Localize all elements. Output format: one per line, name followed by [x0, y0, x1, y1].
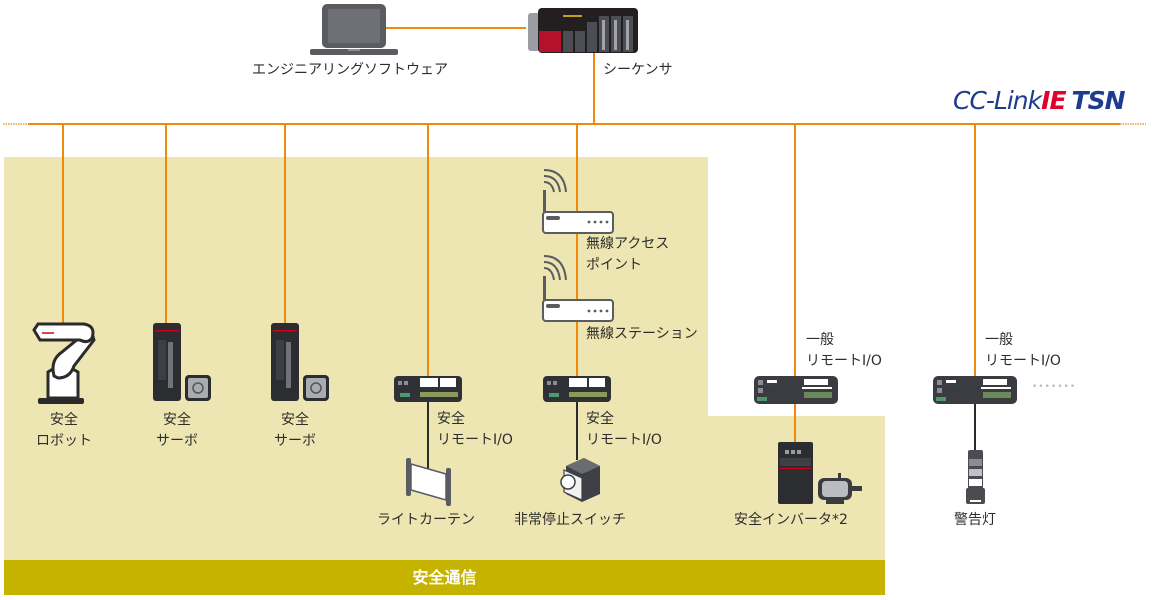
logo-prefix: CC-Link — [953, 86, 1042, 115]
label-line: ポイント — [586, 257, 642, 273]
safety-remote-io-2-label: 安全 リモートI/O — [586, 409, 662, 451]
label-line: サーボ — [156, 433, 198, 449]
engineering-software-label: エンジニアリングソフトウェア — [252, 62, 448, 78]
label-line: 安全 — [163, 412, 191, 428]
label-line: 安全 — [281, 412, 309, 428]
safety-zone — [4, 157, 885, 560]
light-curtain-label: ライトカーテン — [377, 512, 475, 528]
warning-light-label: 警告灯 — [954, 512, 996, 528]
label-line: リモートI/O — [985, 353, 1061, 369]
label-line: ロボット — [36, 433, 92, 449]
servo-amp-icon-2 — [271, 323, 329, 401]
label-line: 安全 — [50, 412, 78, 428]
plc-icon — [528, 8, 638, 53]
label-line: 安全 — [437, 411, 465, 427]
safety-communication-band: 安全通信 — [4, 560, 885, 595]
label-line: 一般 — [806, 332, 834, 348]
light-curtain-icon — [406, 458, 451, 506]
wireless-station-icon — [542, 255, 614, 322]
wireless-station-label: 無線ステーション — [586, 326, 698, 342]
warning-light-icon — [966, 450, 985, 504]
device-wires — [427, 402, 976, 470]
label-line: 無線アクセス — [586, 236, 670, 252]
label-line: サーボ — [274, 433, 316, 449]
label-line: リモートI/O — [806, 353, 882, 369]
label-line: リモートI/O — [586, 432, 662, 448]
emergency-stop-icon — [560, 458, 600, 502]
laptop-icon — [310, 4, 398, 55]
general-remote-io-icon-1 — [754, 376, 838, 404]
emergency-stop-label: 非常停止スイッチ — [514, 512, 626, 528]
label-line: 一般 — [985, 332, 1013, 348]
label-line: リモートI/O — [437, 432, 513, 448]
logo-ie: IE — [1041, 86, 1066, 115]
general-remote-io-icon-2 — [933, 376, 1017, 404]
safety-servo-1-label: 安全 サーボ — [146, 410, 208, 452]
robot-icon — [32, 322, 96, 404]
continuation-dots: ••••••• — [1032, 382, 1077, 392]
safety-remote-io-1-label: 安全 リモートI/O — [437, 409, 513, 451]
wireless-access-point-label: 無線アクセス ポイント — [586, 234, 669, 276]
safety-remote-io-icon-1 — [394, 376, 462, 402]
motor-icon — [818, 473, 862, 504]
safety-inverter-icon — [778, 442, 813, 504]
safety-remote-io-icon-2 — [543, 376, 611, 402]
safety-robot-label: 安全 ロボット — [28, 410, 100, 452]
logo-suffix: TSN — [1071, 86, 1126, 115]
general-remote-io-1-label: 一般 リモートI/O — [806, 330, 882, 372]
sequencer-label: シーケンサ — [603, 62, 673, 78]
general-remote-io-2-label: 一般 リモートI/O — [985, 330, 1061, 372]
safety-inverter-label: 安全インバータ*2 — [734, 512, 848, 528]
safety-servo-2-label: 安全 サーボ — [264, 410, 326, 452]
label-line: 安全 — [586, 411, 614, 427]
servo-amp-icon-1 — [153, 323, 211, 401]
wireless-access-point-icon — [542, 169, 614, 234]
